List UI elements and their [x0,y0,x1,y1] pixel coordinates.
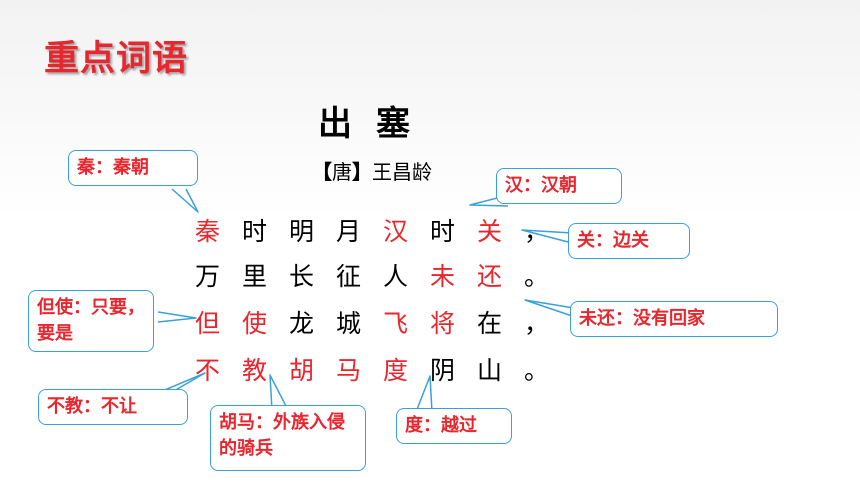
pointer-danshi [157,311,197,323]
dynasty: 唐 [332,160,352,184]
callout-han: 汉：汉朝 [496,168,622,204]
poem-char: 里 [242,262,268,291]
callout-huma: 胡马：外族入侵的骑兵 [210,405,366,471]
poem-char: 城 [336,309,362,338]
poem-char: 明 [289,217,315,246]
poem-char: 阴 [430,356,456,385]
poem-char: 秦 [195,217,221,246]
poem-char: 但 [195,309,221,338]
callout-danshi: 但使：只要，要是 [28,290,154,352]
poem-char: 时 [430,217,456,246]
poem-char: 人 [383,262,409,291]
author-line: 【唐】王昌龄 [312,156,432,185]
poem-char: 万 [195,262,221,291]
poem-char: 飞 [383,309,409,338]
poem-char: 在 [477,309,503,338]
heading: 重点词语 [44,39,189,79]
poem-char: 征 [336,262,362,291]
callout-qin: 秦：秦朝 [68,150,198,186]
poem-line-1: 秦时明月汉时关， [195,212,550,248]
poem-char: 度 [383,356,409,385]
poem-char: 教 [242,356,268,385]
callout-guan: 关：边关 [568,223,690,259]
poem-line-2: 万里长征人未还。 [195,257,550,293]
callout-bujiao: 不教：不让 [38,389,188,425]
poem-punctuation: ， [524,217,550,246]
author: 王昌龄 [372,160,432,184]
poem-char: 不 [195,356,221,385]
poem-line-3: 但使龙城飞将在 ， [195,304,550,340]
poem-punctuation: 。 [524,262,550,291]
poem-line-4: 不教胡马度阴山。 [195,351,550,387]
poem-char: 将 [430,309,456,338]
pointer-qin [171,188,199,213]
poem-punctuation: ， [524,309,550,338]
poem-char: 胡 [289,356,315,385]
dynasty-open-bracket: 【 [312,160,332,184]
poem-char: 时 [242,217,268,246]
poem-char: 月 [336,217,362,246]
poem-punctuation: 。 [524,356,550,385]
callout-du: 度：越过 [396,408,512,444]
poem-char: 关 [477,217,503,246]
callout-weihuan: 未还：没有回家 [570,301,778,337]
poem-char: 汉 [383,217,409,246]
poem-char: 马 [336,356,362,385]
poem-char: 长 [289,262,315,291]
poem-title: 出塞 [318,104,434,144]
poem-char: 山 [477,356,503,385]
poem-char: 龙 [289,309,315,338]
dynasty-close-bracket: 】 [352,160,372,184]
poem-char: 使 [242,309,268,338]
poem-char: 还 [477,262,503,291]
poem-char: 未 [430,262,456,291]
